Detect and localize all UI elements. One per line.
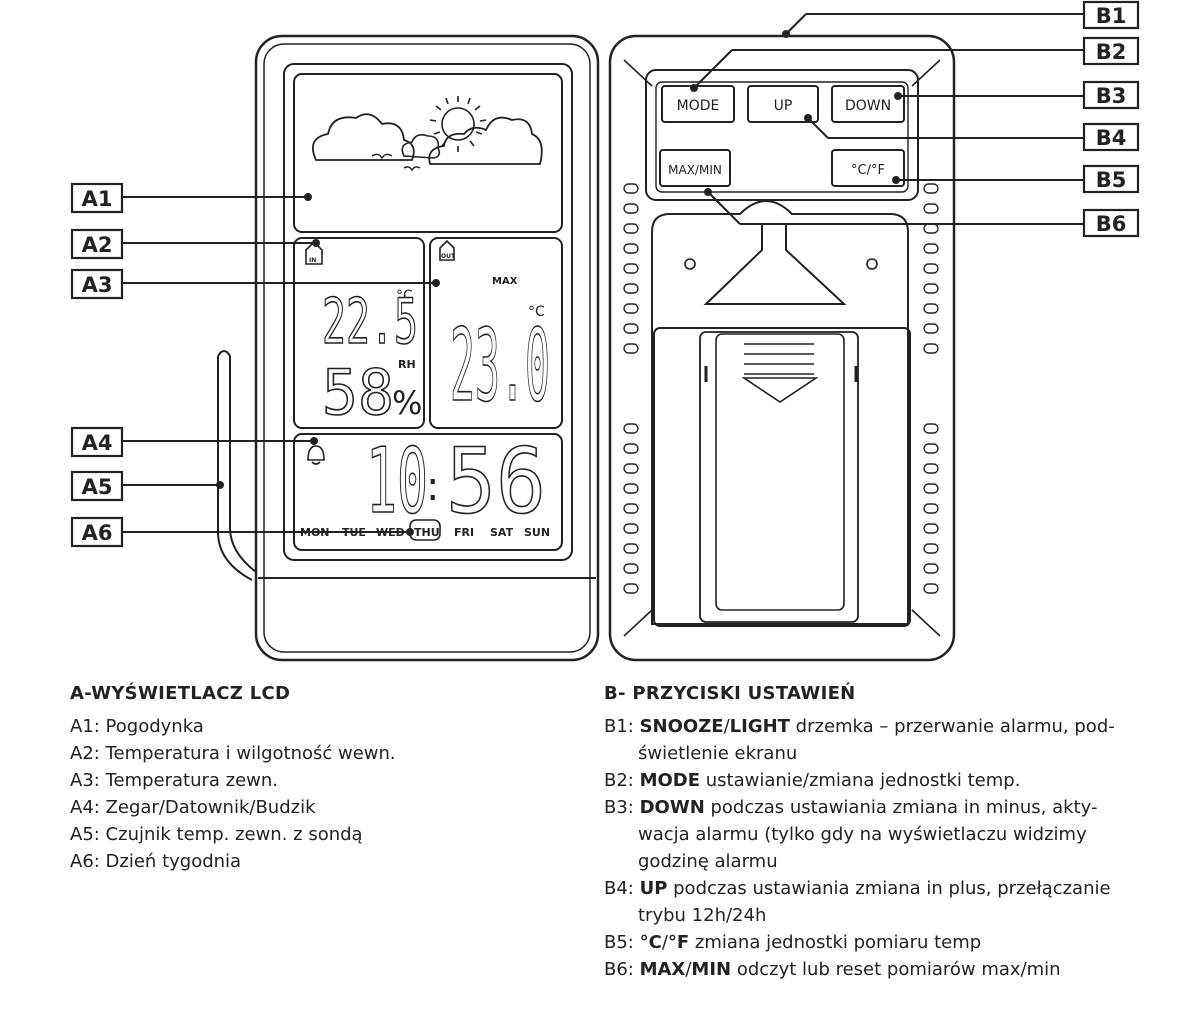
- weekday-tue: TUE: [342, 526, 366, 539]
- indoor-icon-label: IN: [309, 257, 316, 264]
- label-b1: B1: [1096, 4, 1127, 28]
- rh-label: RH: [398, 358, 416, 371]
- legend-a-item-2: A2: Temperatura i wilgotność wewn.: [70, 743, 396, 764]
- legend-a-item-4: A4: Zegar/Datownik/Budzik: [70, 797, 316, 818]
- outdoor-icon-label: OUT: [441, 253, 456, 260]
- indoor-temperature: 22.5: [322, 285, 418, 358]
- indoor-humidity: 58: [322, 356, 394, 429]
- label-a3: A3: [82, 273, 113, 297]
- bird-icon: [403, 166, 421, 172]
- legend-b-item-6: B6: MAX/MIN odczyt lub reset pomiarów ma…: [604, 959, 1061, 980]
- clock-colon: :: [426, 464, 439, 510]
- maxmin-button-outline: [659, 149, 731, 187]
- label-a2: A2: [82, 233, 113, 257]
- label-a4: A4: [82, 431, 113, 455]
- callout-lines: [122, 13, 1084, 533]
- legend-b-title: B- PRZYCISKI USTAWIEŃ: [604, 683, 856, 704]
- indoor-celsius: °C: [396, 288, 413, 304]
- right-vents: [923, 183, 939, 594]
- label-b5: B5: [1096, 168, 1127, 192]
- sensor-probe: [217, 350, 257, 573]
- legend-b: B- PRZYCISKI USTAWIEŃ B1: SNOOZE/LIGHT d…: [604, 680, 1138, 983]
- up-button[interactable]: UP: [774, 98, 793, 114]
- mode-button-outline: [661, 85, 735, 123]
- label-boxes: [70, 0, 1140, 548]
- bell-icon: [307, 445, 325, 465]
- battery-cover: [651, 200, 909, 625]
- label-a6: A6: [82, 521, 113, 545]
- indoor-window: [293, 237, 425, 429]
- clock-window: [293, 433, 563, 551]
- cloud-sun-icon: [428, 116, 543, 165]
- back-device: [608, 34, 956, 662]
- legend-b-item-1: B1: SNOOZE/LIGHT drzemka – przerwanie al…: [604, 716, 1115, 764]
- hanging-hook: [703, 223, 847, 305]
- left-vents: [623, 183, 639, 594]
- legend-b-item-5: B5: °C/°F zmiana jednostki pomiaru temp: [604, 932, 982, 953]
- legend-b-item-2: B2: MODE ustawianie/zmiana jednostki tem…: [604, 770, 1021, 791]
- legend-a-item-1: A1: Pogodynka: [70, 716, 204, 737]
- label-b4: B4: [1096, 126, 1127, 150]
- weekday-row: MON TUE WED THU FRI SAT SUN: [300, 526, 550, 539]
- front-device: [217, 34, 600, 662]
- weekday-sun: SUN: [524, 526, 550, 539]
- cloud-icon: [312, 113, 415, 161]
- down-button-outline: [831, 85, 905, 123]
- stand-clip: [715, 333, 845, 611]
- outdoor-window: [429, 237, 563, 429]
- house-out-icon: [439, 239, 455, 261]
- max-label: MAX: [492, 276, 518, 287]
- up-button-outline: [747, 85, 819, 123]
- legend-a-item-5: A5: Czujnik temp. zewn. z sondą: [70, 824, 363, 845]
- label-b2: B2: [1096, 40, 1127, 64]
- weekday-wed: WED: [376, 526, 405, 539]
- label-b6: B6: [1096, 212, 1127, 236]
- device-diagram: A1 A2 A3 A4 A5 A6 B1 B2 B3 B4 B5 B6 IN O…: [70, 0, 1140, 662]
- label-a1: A1: [82, 187, 113, 211]
- weekday-thu: THU: [414, 526, 440, 539]
- weekday-sat: SAT: [490, 526, 514, 539]
- clock-minutes: 56: [446, 429, 546, 534]
- legend-b-item-4: B4: UP podczas ustawiania zmiana in plus…: [604, 878, 1111, 926]
- weekday-mon: MON: [300, 526, 330, 539]
- outdoor-temperature: 23.0: [450, 307, 550, 424]
- cf-button-outline: [831, 149, 905, 187]
- arrow-down-icon: [741, 377, 819, 403]
- clock-hours: 10: [366, 429, 428, 534]
- down-button[interactable]: DOWN: [845, 98, 891, 114]
- callout-dots: [216, 30, 902, 536]
- cf-button[interactable]: °C/°F: [851, 163, 885, 178]
- label-a5: A5: [82, 475, 113, 499]
- legend-a-item-3: A3: Temperatura zewn.: [70, 770, 279, 791]
- legend-b-item-3: B3: DOWN podczas ustawiania zmiana in mi…: [604, 797, 1098, 872]
- legend-a-title: A-WYŚWIETLACZ LCD: [70, 683, 291, 704]
- small-cloud-icon: [401, 134, 441, 159]
- bird-icon: [371, 153, 393, 160]
- outdoor-celsius: °C: [528, 304, 545, 320]
- legend-a-item-6: A6: Dzień tygodnia: [70, 851, 242, 872]
- maxmin-button[interactable]: MAX/MIN: [668, 163, 722, 177]
- label-b3: B3: [1096, 84, 1127, 108]
- percent-sign: %: [392, 384, 422, 422]
- weekday-fri: FRI: [454, 526, 474, 539]
- stand: [653, 327, 911, 627]
- mode-button[interactable]: MODE: [677, 98, 720, 114]
- weather-window: [293, 73, 563, 233]
- sun-icon: [429, 96, 487, 152]
